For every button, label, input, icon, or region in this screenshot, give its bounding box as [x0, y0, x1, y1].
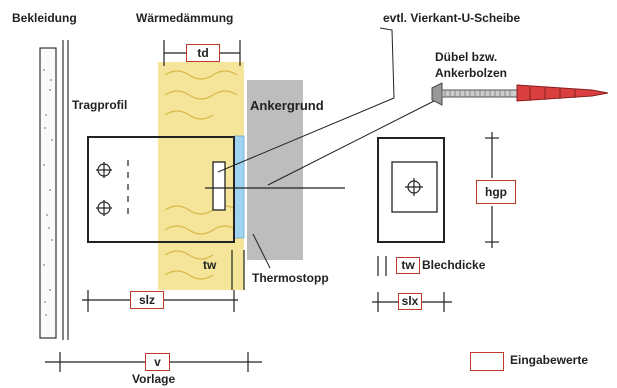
input-v[interactable]: v — [145, 353, 170, 371]
label-duebel: Dübel bzw. — [435, 50, 498, 64]
anchor-ground — [247, 80, 303, 260]
hgp-dimension — [485, 132, 499, 248]
leader-thermostopp — [252, 233, 271, 269]
label-eingabewerte: Eingabewerte — [510, 353, 589, 367]
input-tw[interactable]: tw — [396, 257, 420, 274]
rivet-symbols — [96, 162, 112, 216]
label-vierkant-scheibe: evtl. Vierkant-U-Scheibe — [383, 11, 521, 25]
bracket-front-view — [377, 137, 445, 243]
input-slx[interactable]: slx — [398, 293, 422, 310]
cladding-texture — [43, 69, 53, 316]
anchor-bolt-icon — [431, 82, 609, 106]
leader-duebel — [267, 97, 441, 186]
label-ankerbolzen: Ankerbolzen — [435, 66, 508, 80]
insulation-hatch — [164, 70, 238, 280]
slx-dimension — [372, 256, 452, 312]
label-blechdicke: Blechdicke — [422, 258, 486, 272]
thermostopp-pad — [233, 135, 245, 239]
label-vorlage: Vorlage — [132, 372, 176, 386]
insulation-layer — [158, 62, 244, 290]
slz-dimension — [82, 290, 238, 312]
v-dimension — [45, 352, 262, 372]
label-waermedaemmung: Wärmedämmung — [136, 11, 234, 25]
label-tragprofil: Tragprofil — [72, 98, 128, 112]
hole-icon — [405, 178, 423, 196]
leader-vierkant — [217, 27, 395, 173]
input-slz[interactable]: slz — [130, 291, 164, 309]
tw-dimension — [231, 250, 245, 290]
bracket-profile — [87, 136, 235, 243]
legend-input-box — [470, 352, 504, 371]
label-thermostopp: Thermostopp — [252, 271, 329, 285]
td-dimension — [163, 40, 241, 66]
cladding-panel — [39, 47, 57, 339]
input-hgp[interactable]: hgp — [476, 180, 516, 204]
input-td[interactable]: td — [186, 44, 220, 62]
label-ankergrund: Ankergrund — [250, 98, 324, 113]
label-bekleidung: Bekleidung — [12, 11, 77, 25]
square-washer — [212, 161, 226, 211]
